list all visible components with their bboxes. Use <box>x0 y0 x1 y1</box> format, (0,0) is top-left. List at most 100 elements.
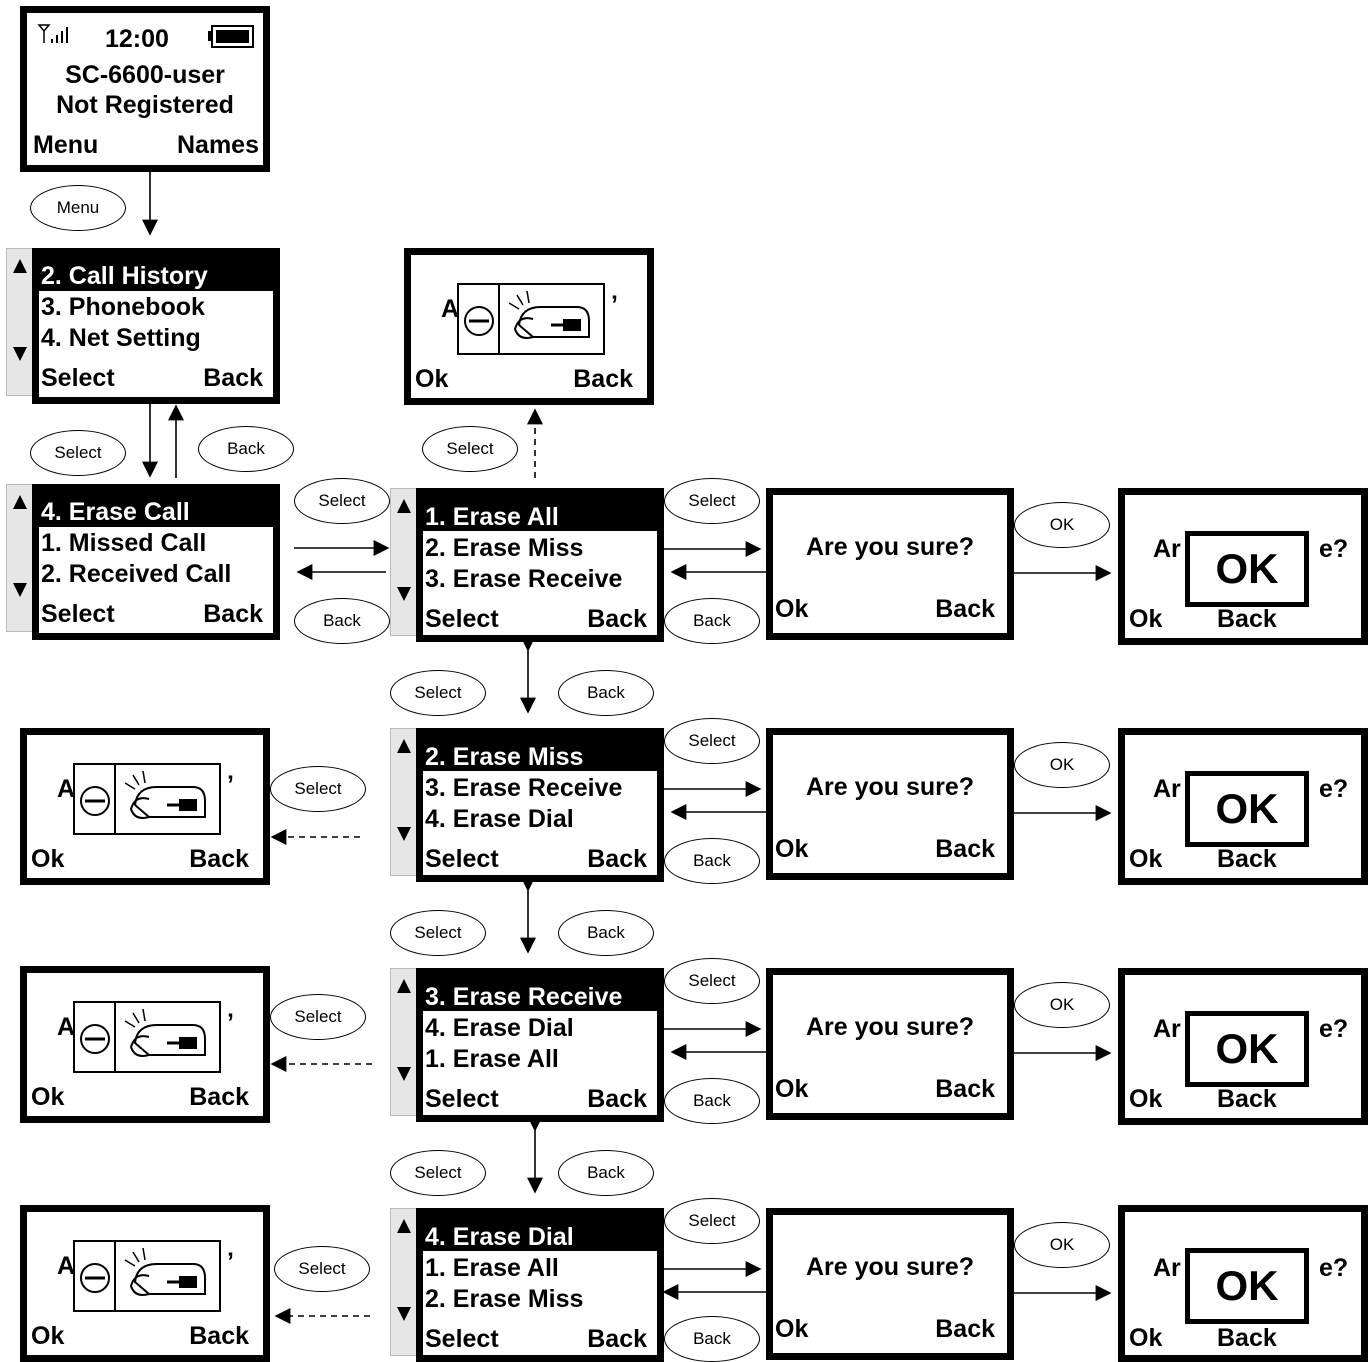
softkey-ok[interactable]: Ok <box>1129 605 1163 633</box>
user-name: SC-6600-user <box>65 61 225 89</box>
back-button[interactable]: Back <box>664 598 760 644</box>
softkey-back[interactable]: Back <box>203 600 263 628</box>
scrollbar[interactable] <box>390 968 418 1116</box>
ok-button[interactable]: OK <box>1014 1222 1110 1268</box>
menu-item[interactable]: 2. Received Call <box>41 560 232 588</box>
ok-confirmation-box: OK <box>1185 1248 1309 1324</box>
scrollbar[interactable] <box>6 248 34 396</box>
menu-item[interactable]: 1. Missed Call <box>41 529 207 557</box>
no-entry-icon <box>80 1242 206 1310</box>
softkey-back[interactable]: Back <box>587 605 647 633</box>
menu-item[interactable]: 3. Erase Receive <box>425 565 623 593</box>
idle-screen: 12:00 SC-6600-user Not Registered Menu N… <box>20 6 270 172</box>
menu-item-selected[interactable]: 2. Call History <box>41 262 208 290</box>
menu-item-selected[interactable]: 4. Erase Call <box>41 498 190 526</box>
softkey-ok[interactable]: Ok <box>775 835 809 863</box>
softkey-select[interactable]: Select <box>41 600 115 628</box>
menu-item[interactable]: 1. Erase All <box>425 1254 559 1282</box>
scrollbar[interactable] <box>390 488 418 636</box>
softkey-ok[interactable]: Ok <box>1129 1085 1163 1113</box>
softkey-ok[interactable]: Ok <box>31 845 65 873</box>
select-button[interactable]: Select <box>664 958 760 1004</box>
softkey-ok[interactable]: Ok <box>31 1083 65 1111</box>
softkey-select[interactable]: Select <box>425 1085 499 1113</box>
scrollbar[interactable] <box>6 484 34 632</box>
popup-right-char: ’ <box>227 771 234 799</box>
select-button[interactable]: Select <box>422 426 518 472</box>
softkey-back[interactable]: Back <box>1217 605 1277 633</box>
softkey-back[interactable]: Back <box>587 845 647 873</box>
softkey-ok[interactable]: Ok <box>775 1075 809 1103</box>
softkey-back[interactable]: Back <box>1217 1324 1277 1352</box>
softkey-back[interactable]: Back <box>587 1085 647 1113</box>
menu-item[interactable]: 3. Erase Receive <box>425 774 623 802</box>
softkey-back[interactable]: Back <box>935 595 995 623</box>
softkey-menu[interactable]: Menu <box>33 131 99 159</box>
softkey-select[interactable]: Select <box>41 364 115 392</box>
done-right-text: e? <box>1319 1254 1349 1282</box>
back-button[interactable]: Back <box>558 1150 654 1196</box>
back-button[interactable]: Back <box>294 598 390 644</box>
back-button[interactable]: Back <box>664 1316 760 1362</box>
softkey-back[interactable]: Back <box>1217 1085 1277 1113</box>
menu-item-selected[interactable]: 2. Erase Miss <box>425 743 584 771</box>
menu-item[interactable]: 4. Erase Dial <box>425 1014 574 1042</box>
back-button[interactable]: Back <box>198 426 294 472</box>
softkey-back[interactable]: Back <box>587 1325 647 1353</box>
softkey-back[interactable]: Back <box>935 1315 995 1343</box>
menu-item[interactable]: 4. Erase Dial <box>425 805 574 833</box>
softkey-ok[interactable]: Ok <box>1129 1324 1163 1352</box>
select-button[interactable]: Select <box>270 994 366 1040</box>
select-button[interactable]: Select <box>390 1150 486 1196</box>
select-button[interactable]: Select <box>30 430 126 476</box>
select-button[interactable]: Select <box>664 478 760 524</box>
select-button[interactable]: Select <box>664 718 760 764</box>
select-button[interactable]: Select <box>274 1246 370 1292</box>
softkey-select[interactable]: Select <box>425 845 499 873</box>
confirm-screen: Are you sure? Ok Back <box>766 968 1014 1120</box>
select-button[interactable]: Select <box>664 1198 760 1244</box>
confirm-question: Are you sure? <box>805 1013 975 1041</box>
softkey-names[interactable]: Names <box>177 131 259 159</box>
back-button[interactable]: Back <box>664 838 760 884</box>
menu-item-selected[interactable]: 3. Erase Receive <box>425 983 623 1011</box>
scrollbar[interactable] <box>390 728 418 876</box>
menu-item[interactable]: 1. Erase All <box>425 1045 559 1073</box>
softkey-back[interactable]: Back <box>935 1075 995 1103</box>
ok-button[interactable]: OK <box>1014 742 1110 788</box>
softkey-ok[interactable]: Ok <box>31 1322 65 1350</box>
menu-item-selected[interactable]: 1. Erase All <box>425 503 559 531</box>
softkey-back[interactable]: Back <box>203 364 263 392</box>
softkey-ok[interactable]: Ok <box>775 595 809 623</box>
select-button[interactable]: Select <box>294 478 390 524</box>
menu-item[interactable]: 4. Net Setting <box>41 324 201 352</box>
softkey-back[interactable]: Back <box>189 845 249 873</box>
erase-menu-screen: 4. Erase Dial 1. Erase All 2. Erase Miss… <box>416 1208 664 1362</box>
ok-button[interactable]: OK <box>1014 502 1110 548</box>
select-button[interactable]: Select <box>270 766 366 812</box>
softkey-select[interactable]: Select <box>425 1325 499 1353</box>
back-button[interactable]: Back <box>558 670 654 716</box>
back-button[interactable]: Back <box>558 910 654 956</box>
back-button[interactable]: Back <box>664 1078 760 1124</box>
softkey-back[interactable]: Back <box>189 1083 249 1111</box>
softkey-back[interactable]: Back <box>189 1322 249 1350</box>
menu-item-selected[interactable]: 4. Erase Dial <box>425 1223 574 1251</box>
select-button[interactable]: Select <box>390 910 486 956</box>
softkey-ok[interactable]: Ok <box>1129 845 1163 873</box>
menu-item[interactable]: 2. Erase Miss <box>425 1285 584 1313</box>
menu-item[interactable]: 3. Phonebook <box>41 293 205 321</box>
select-button[interactable]: Select <box>390 670 486 716</box>
softkey-back[interactable]: Back <box>573 365 633 393</box>
scrollbar[interactable] <box>390 1208 418 1356</box>
ok-button[interactable]: OK <box>1014 982 1110 1028</box>
menu-button[interactable]: Menu <box>30 185 126 231</box>
softkey-back[interactable]: Back <box>935 835 995 863</box>
softkey-ok[interactable]: Ok <box>415 365 449 393</box>
popup-left-char: A <box>57 1013 76 1041</box>
menu-item[interactable]: 2. Erase Miss <box>425 534 584 562</box>
softkey-ok[interactable]: Ok <box>775 1315 809 1343</box>
softkey-select[interactable]: Select <box>425 605 499 633</box>
confirm-question: Are you sure? <box>805 533 975 561</box>
softkey-back[interactable]: Back <box>1217 845 1277 873</box>
